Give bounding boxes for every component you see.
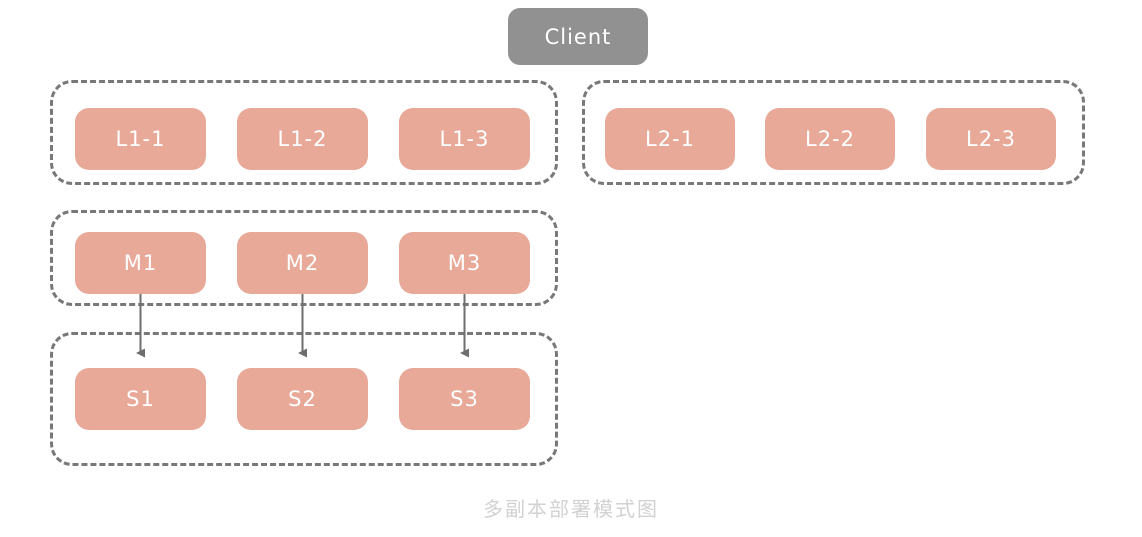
node-m1[interactable]: M1 (75, 232, 206, 294)
node-s1-label: S1 (126, 387, 155, 411)
node-s3[interactable]: S3 (399, 368, 530, 430)
node-m3[interactable]: M3 (399, 232, 530, 294)
node-m2[interactable]: M2 (237, 232, 368, 294)
node-client[interactable]: Client (508, 8, 648, 65)
diagram-caption: 多副本部署模式图 (483, 497, 659, 521)
group-l1 (50, 80, 558, 185)
node-s3-label: S3 (450, 387, 479, 411)
node-l1-1[interactable]: L1-1 (75, 108, 206, 170)
node-l1-3[interactable]: L1-3 (399, 108, 530, 170)
node-s1[interactable]: S1 (75, 368, 206, 430)
group-l2 (582, 80, 1085, 185)
node-l1-2[interactable]: L1-2 (237, 108, 368, 170)
node-l1-3-label: L1-3 (439, 127, 490, 151)
node-m2-label: M2 (285, 251, 320, 275)
group-s (50, 332, 558, 466)
node-s2-label: S2 (288, 387, 317, 411)
node-l2-2-label: L2-2 (805, 127, 855, 151)
node-m1-label: M1 (123, 251, 158, 275)
node-l2-1-label: L2-1 (645, 127, 695, 151)
node-l1-1-label: L1-1 (115, 127, 166, 151)
node-l2-3[interactable]: L2-3 (926, 108, 1056, 170)
node-l2-2[interactable]: L2-2 (765, 108, 895, 170)
group-m (50, 210, 558, 306)
node-l1-2-label: L1-2 (277, 127, 328, 151)
node-client-label: Client (544, 24, 612, 49)
node-l2-1[interactable]: L2-1 (605, 108, 735, 170)
node-l2-3-label: L2-3 (966, 127, 1016, 151)
node-s2[interactable]: S2 (237, 368, 368, 430)
node-m3-label: M3 (447, 251, 482, 275)
